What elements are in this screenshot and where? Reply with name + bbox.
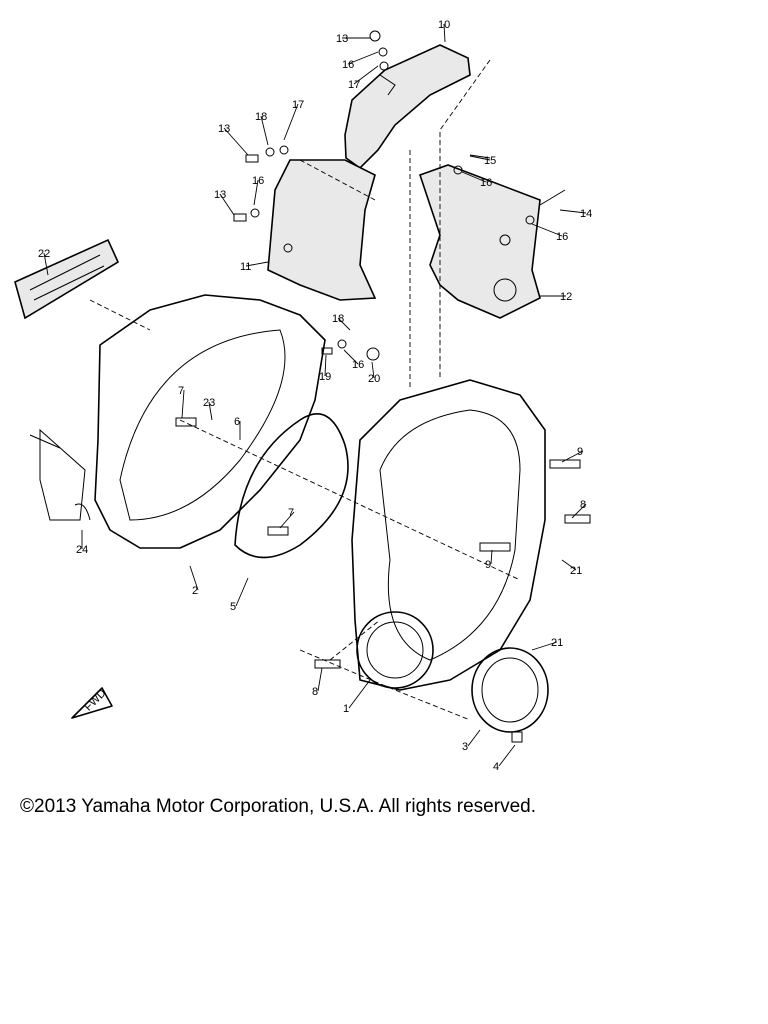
callout-number: 16 [556,231,568,243]
callout-number: 23 [203,397,215,409]
callout-number: 20 [368,373,380,385]
leader-line [531,223,563,237]
callout-number: 11 [240,261,251,273]
leader-lines [43,23,587,767]
leader-line [181,389,185,419]
part-11-shroud-cover [267,159,377,301]
callout-number: 18 [332,313,344,325]
leader-line [347,51,379,65]
fasteners [29,30,591,743]
callout-number: 21 [551,637,563,649]
callout-number: 13 [218,123,230,135]
callout-number: 6 [234,416,240,428]
leader-line [283,103,299,141]
leader-line [561,450,584,463]
leader-line [317,667,323,692]
leader-line [208,401,213,421]
leader-line [253,179,259,206]
callout-number: 9 [577,446,583,458]
leader-line [371,361,375,379]
leader-line [559,209,587,214]
assembly-guide-lines [89,59,521,721]
callout-number: 2 [192,585,198,597]
leader-line [260,115,269,146]
leader-line [337,317,351,331]
callout-number: 16 [480,177,492,189]
leader-line [498,744,516,767]
leader-line [561,559,577,571]
callout-number: 17 [292,99,304,111]
copyright-notice: ©2013 Yamaha Motor Corporation, U.S.A. A… [20,796,536,817]
exploded-parts-diagram: FWD 131016171718131516161314161122121816… [14,19,592,773]
leader-line [43,252,49,276]
leader-line [461,171,487,183]
callout-number: 12 [560,291,572,303]
callout-number: 13 [214,189,226,201]
callout-number: 18 [255,111,267,123]
part-3-round-cover [471,647,549,733]
leader-line [490,549,493,565]
callout-number: 8 [580,499,586,511]
leader-line [343,349,359,365]
callout-number: 8 [312,686,318,698]
callout-number: 15 [484,155,496,167]
part-12-plate [418,164,541,319]
leader-line [348,679,371,709]
callout-number: 24 [76,544,88,556]
callout-number: 10 [438,19,450,31]
callout-number: 14 [580,208,592,220]
part-1-main-housing [351,379,546,691]
callout-number: 13 [336,33,348,45]
callout-number: 3 [462,741,468,753]
callout-number: 7 [178,385,184,397]
leader-line [324,354,327,377]
leader-line [235,577,249,607]
part-2-left-housing [39,294,326,549]
fwd-arrow: FWD [71,687,113,719]
leader-line [353,65,379,85]
part-22-emblem [14,238,120,320]
callout-number: 16 [342,59,354,71]
callout-number: 17 [348,79,360,91]
leader-line [469,155,491,161]
callout-number: 22 [38,248,50,260]
callout-number: 19 [319,371,331,383]
leader-line [245,261,269,267]
leader-line [189,565,199,591]
callout-number: 21 [570,565,582,577]
part-10-cover-bracket [344,44,471,170]
leader-line [443,23,446,43]
callout-number: 16 [352,359,364,371]
callout-number: 4 [493,761,499,773]
callout-number: 7 [288,507,294,519]
leader-line [219,193,235,216]
part-5-gasket [234,413,349,559]
leader-line [467,729,481,747]
callout-number: 16 [252,175,264,187]
leader-line [531,641,558,651]
callout-number: 9 [485,559,491,571]
leader-line [279,511,295,529]
callout-number: 1 [343,703,349,715]
leader-line [571,503,587,519]
leader-line [223,127,249,156]
callout-number: 5 [230,601,236,613]
